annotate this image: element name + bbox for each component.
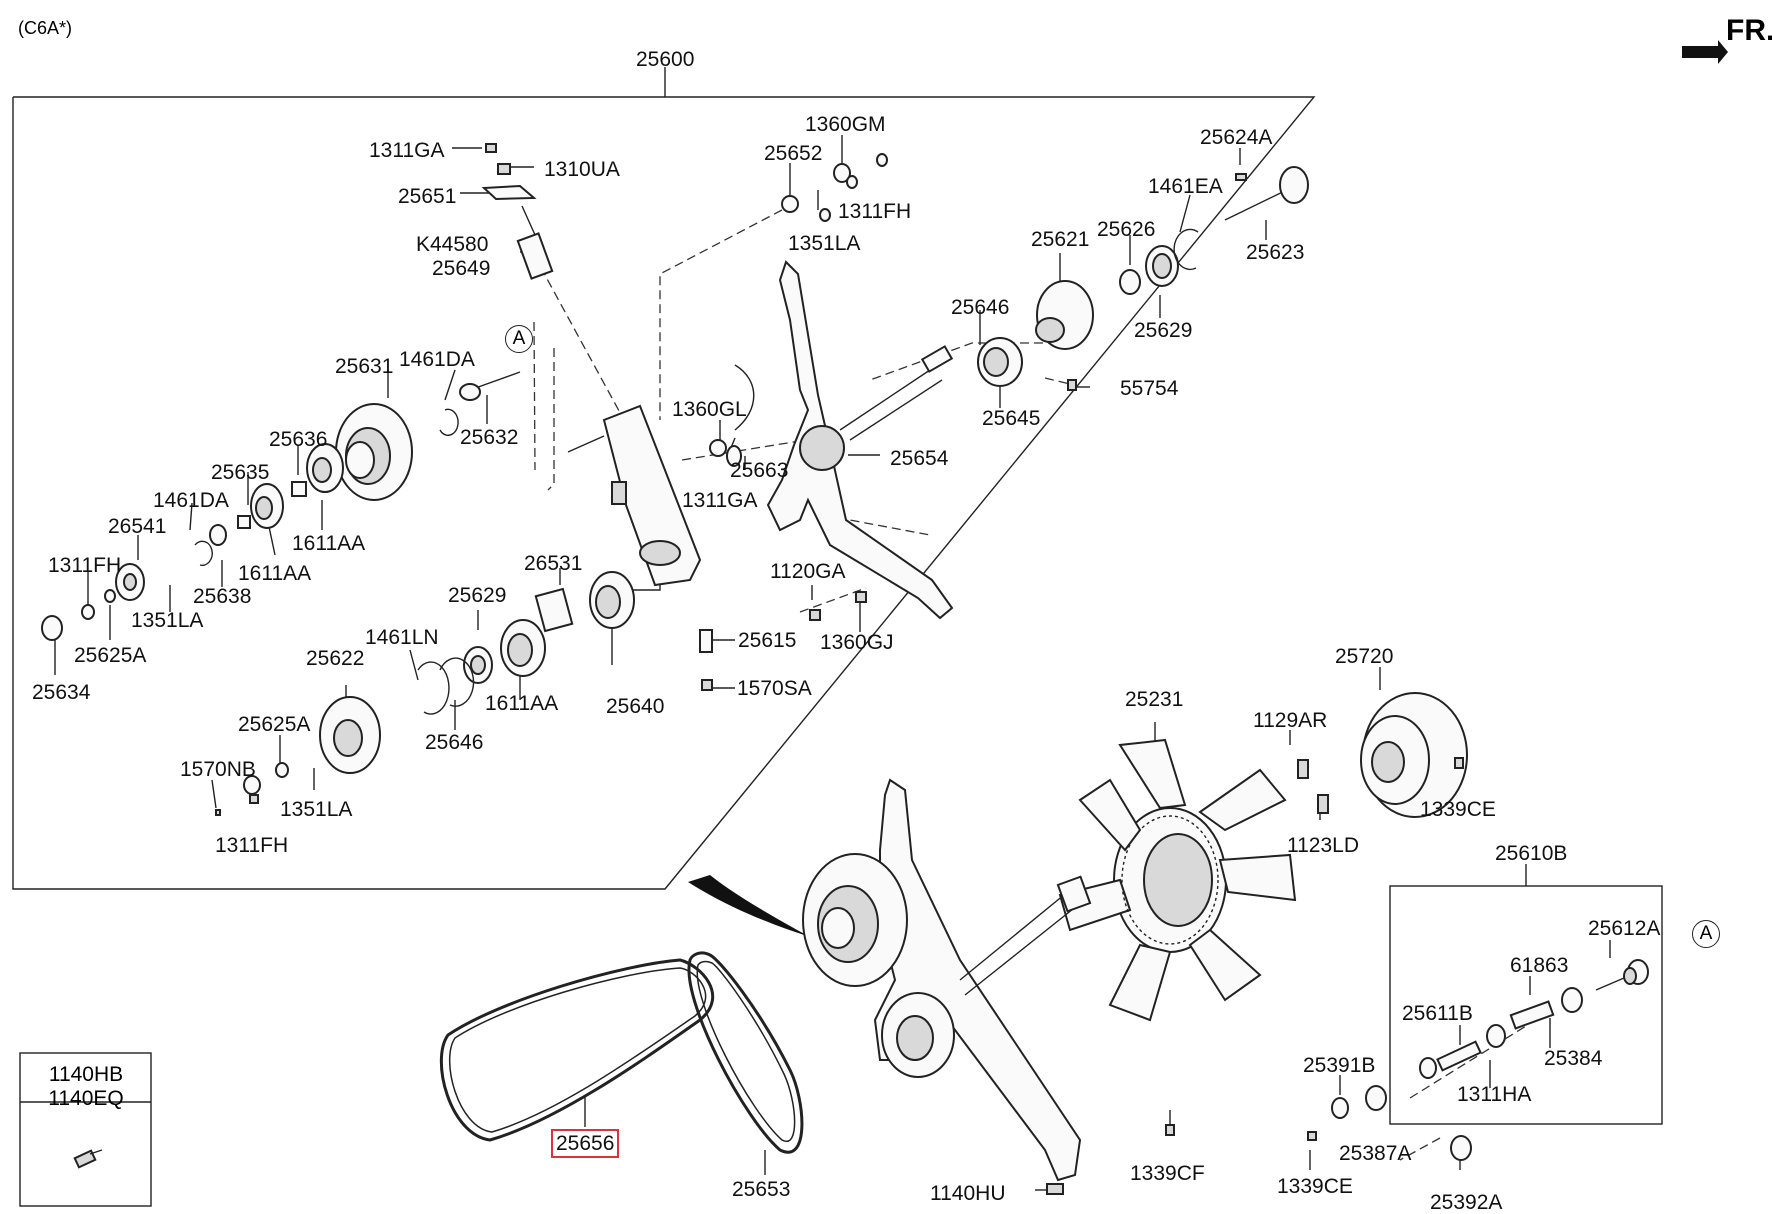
part-label[interactable]: 25634 [32,681,91,704]
fan-clutch-icon [1297,692,1468,818]
part-label[interactable]: 25391B [1303,1054,1376,1077]
part-label[interactable]: 25654 [890,447,949,470]
part-label[interactable]: 1461EA [1148,175,1223,198]
part-label[interactable]: 25384 [1544,1047,1603,1070]
part-label[interactable]: 1311HA [1457,1083,1532,1106]
idler-shaft-set-icon [1165,959,1649,1161]
part-label[interactable]: 1339CF [1130,1162,1205,1185]
part-label[interactable]: 25653 [732,1178,791,1201]
part-label[interactable]: 1611AA [292,532,366,555]
part-label[interactable]: 25646 [951,296,1010,319]
part-label-highlighted[interactable]: 25656 [551,1129,620,1158]
part-label[interactable]: 25625A [74,644,147,667]
part-label[interactable]: 1120GA [770,560,846,583]
part-label[interactable]: K44580 [416,233,489,256]
part-label[interactable]: 25652 [764,142,823,165]
callout-a-top[interactable]: A [505,325,533,353]
direction-label: FR. [1726,14,1772,47]
part-label[interactable]: 25610B [1495,842,1568,865]
part-label[interactable]: 1360GM [805,113,886,136]
part-label[interactable]: 1339CE [1277,1175,1353,1198]
part-label[interactable]: 25651 [398,185,457,208]
part-label[interactable]: 1611AA [485,692,559,715]
part-label[interactable]: 25636 [269,428,328,451]
bearing-set-icon [215,153,888,816]
part-label[interactable]: 1311GA [682,489,758,512]
part-label[interactable]: 25649 [432,257,491,280]
part-label[interactable]: 25387A [1339,1142,1412,1165]
part-label[interactable]: 55754 [1120,377,1179,400]
part-label[interactable]: 25623 [1246,241,1305,264]
part-label[interactable]: 25663 [730,459,789,482]
part-label[interactable]: 25631 [335,355,394,378]
part-label[interactable]: 25624A [1200,126,1273,149]
part-label[interactable]: 25626 [1097,218,1156,241]
part-label[interactable]: 1360GL [672,398,747,421]
assembly-frame [12,96,1316,890]
part-label[interactable]: 1140HU [930,1182,1006,1205]
part-label[interactable]: 1311GA [369,139,445,162]
part-label[interactable]: 1351LA [131,609,204,632]
inset-frame [19,1052,152,1207]
callout-a-right[interactable]: A [1692,920,1720,948]
part-label[interactable]: 1351LA [788,232,861,255]
drive-belt-icon [439,958,715,1142]
inset-label-top: 1140HB [48,1063,124,1086]
model-code: (C6A*) [18,18,73,38]
part-label[interactable]: 25621 [1031,228,1090,251]
part-label[interactable]: 25622 [306,647,365,670]
tensioner-bracket-icon [567,404,702,587]
tensioner-assembly-icon [802,778,1092,1195]
part-label[interactable]: 26531 [524,552,583,575]
part-label[interactable]: 25638 [193,585,252,608]
part-label[interactable]: 25632 [460,426,519,449]
part-label[interactable]: 1461DA [153,489,229,512]
part-label[interactable]: 1570SA [737,677,812,700]
forward-arrow-icon [1682,40,1728,64]
part-label[interactable]: 25612A [1588,917,1661,940]
part-label[interactable]: 1461LN [365,626,439,649]
part-label[interactable]: 25720 [1335,645,1394,668]
accessory-belt-icon [687,951,804,1154]
part-label[interactable]: 25640 [606,695,665,718]
part-label[interactable]: 1123LD [1287,834,1360,857]
part-label[interactable]: 25646 [425,731,484,754]
part-label[interactable]: 1351LA [280,798,353,821]
adjusting-rod-icon [481,143,554,280]
bolt-small-icon [73,1149,103,1169]
part-label[interactable]: 25645 [982,407,1041,430]
part-label[interactable]: 25600 [636,48,695,71]
cooling-fan-icon [1058,738,1297,1022]
part-label[interactable]: 25611B [1402,1002,1473,1025]
part-label[interactable]: 25615 [738,629,797,652]
part-label[interactable]: 25629 [1134,319,1193,342]
part-label[interactable]: 61863 [1510,954,1569,977]
part-label[interactable]: 1570NB [180,758,256,781]
part-label[interactable]: 1311FH [215,834,289,857]
part-label[interactable]: 1311FH [838,200,912,223]
part-label[interactable]: 25625A [238,713,311,736]
part-label[interactable]: 1461DA [399,348,475,371]
part-label[interactable]: 1311FH [48,554,122,577]
part-label[interactable]: 25635 [211,461,270,484]
part-label[interactable]: 25231 [1125,688,1184,711]
part-label[interactable]: 1129AR [1253,709,1328,732]
pulley-icon [41,371,521,641]
part-label[interactable]: 1611AA [238,562,312,585]
pointer-arrow-icon [688,875,810,937]
part-label[interactable]: 25392A [1430,1191,1503,1214]
hub-shaft-icon [977,166,1309,391]
idler-bracket-icon [766,260,954,620]
inset-label-bottom: 1140EQ [48,1087,124,1110]
part-label[interactable]: 26541 [108,515,167,538]
part-label[interactable]: 25629 [448,584,507,607]
part-label[interactable]: 1310UA [544,158,620,181]
part-label[interactable]: 1339CE [1420,798,1496,821]
part-label[interactable]: 1360GJ [820,631,894,654]
